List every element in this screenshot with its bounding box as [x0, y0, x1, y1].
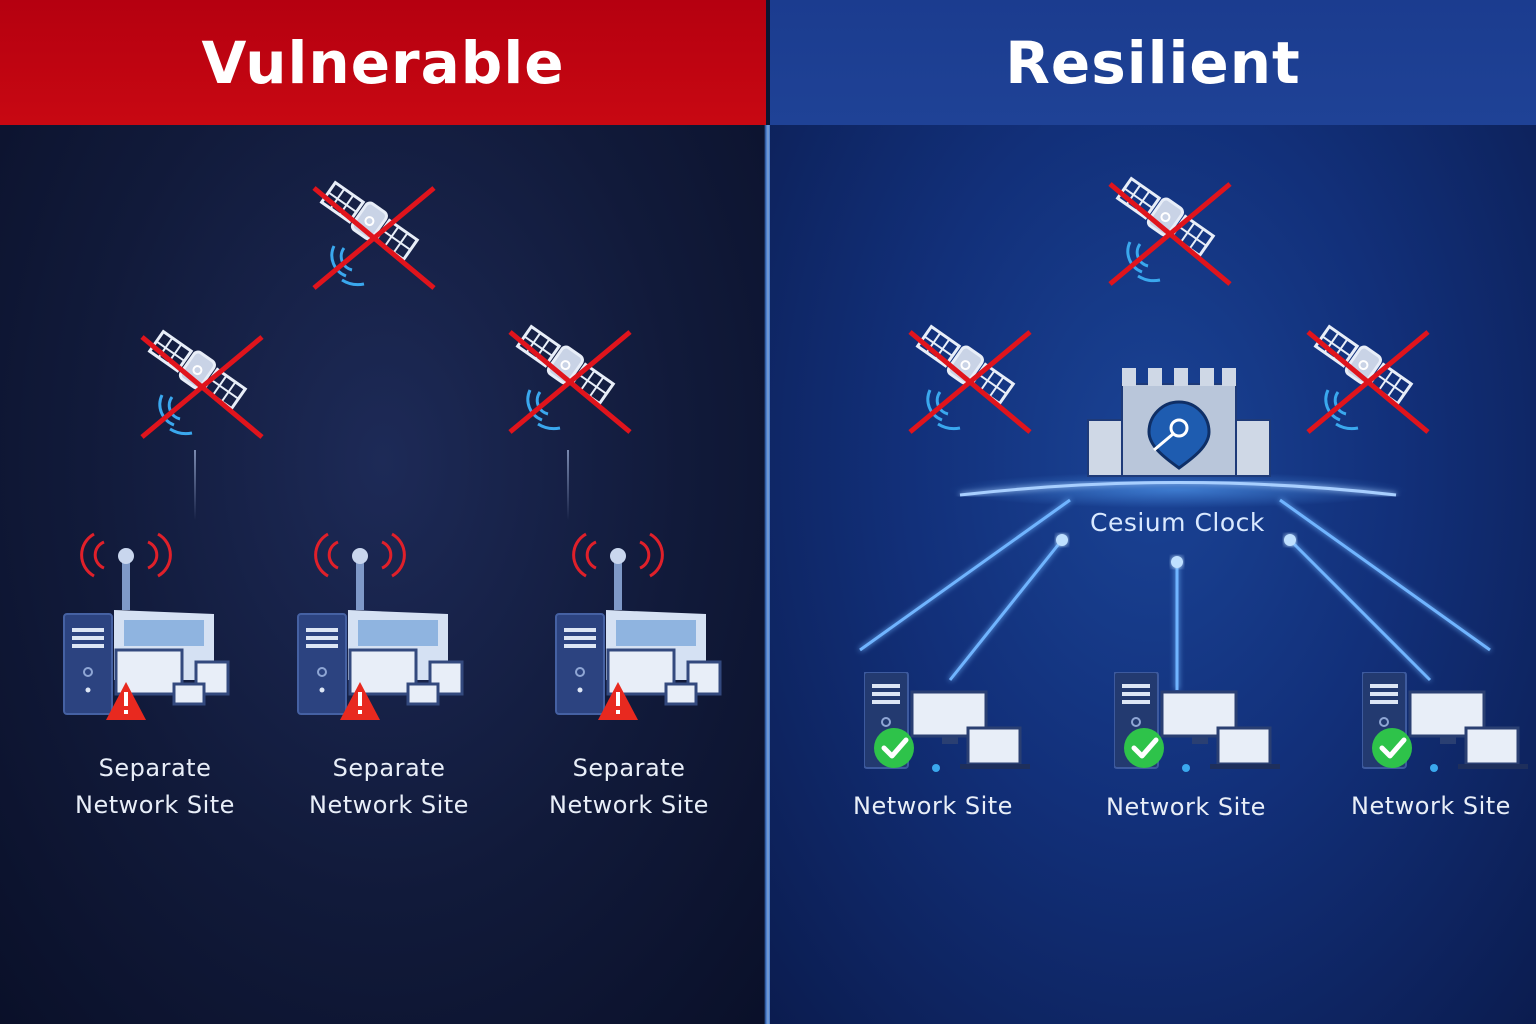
- site-label: Separate Network Site: [514, 750, 744, 824]
- building-warning-icon: [554, 532, 722, 722]
- network-site-label: Network Site: [1351, 792, 1511, 820]
- network-site-label: Network Site: [1106, 793, 1266, 821]
- resilient-title: Resilient: [1005, 28, 1301, 97]
- network-site-ok-icon: [1362, 672, 1532, 772]
- resilient-banner: Resilient: [770, 0, 1536, 125]
- building-warning-icon: [62, 532, 230, 722]
- site-label: Separate Network Site: [274, 750, 504, 824]
- cesium-clock-label: Cesium Clock: [1090, 508, 1265, 537]
- satellite-disabled-icon: [134, 325, 270, 449]
- vulnerable-banner: Vulnerable: [0, 0, 766, 125]
- network-site-ok-icon: [864, 672, 1034, 772]
- network-site-ok-icon: [1114, 672, 1284, 772]
- site-label-line2: Network Site: [549, 791, 709, 819]
- site-label-line1: Separate: [332, 754, 446, 782]
- resilient-panel: Resilient: [770, 0, 1536, 1024]
- site-label-line1: Separate: [572, 754, 686, 782]
- site-label-line2: Network Site: [75, 791, 235, 819]
- satellite-disabled-icon: [502, 320, 638, 444]
- site-label-line2: Network Site: [309, 791, 469, 819]
- panel-divider: [764, 125, 772, 1024]
- vulnerable-panel: Vulnerable Separate Network Site Separat…: [0, 0, 766, 1024]
- site-label: Separate Network Site: [40, 750, 270, 824]
- building-warning-icon: [296, 532, 464, 722]
- network-connections: [859, 472, 1491, 690]
- castle-clock-icon: [1087, 368, 1271, 477]
- site-label-line1: Separate: [98, 754, 212, 782]
- network-site-label: Network Site: [853, 792, 1013, 820]
- satellite-disabled-icon: [306, 176, 442, 300]
- vulnerable-title: Vulnerable: [201, 28, 565, 97]
- signal-line: [567, 450, 569, 520]
- signal-line: [194, 450, 196, 520]
